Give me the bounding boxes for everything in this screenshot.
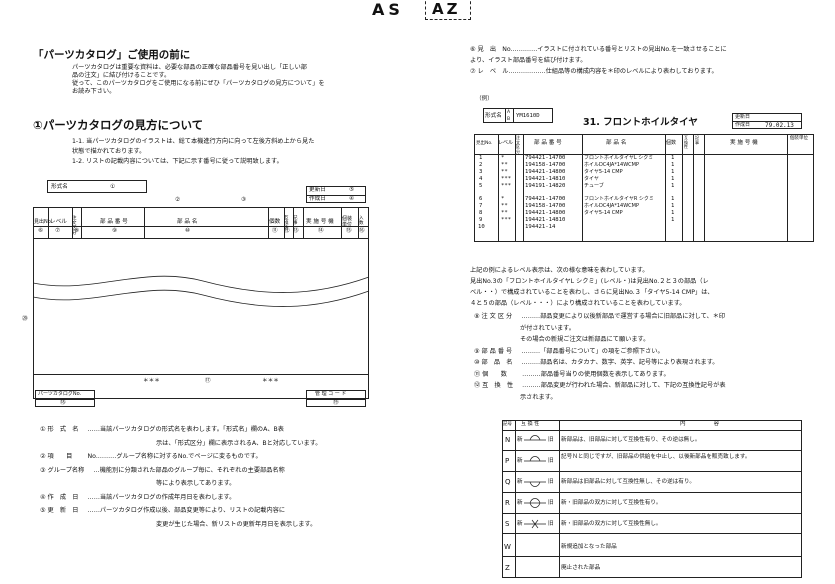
model-box: 形式名 ① — [47, 180, 147, 193]
example-model-box: 形式名 A B YM1610D — [483, 108, 553, 123]
compat-table — [502, 420, 802, 578]
section-title: ①パーツカタログの見方について — [33, 118, 204, 132]
side-num: ⑳ — [22, 316, 28, 322]
form-num-3: ③ — [241, 197, 247, 203]
num-17: ⑰ — [205, 378, 211, 384]
stars-right: ＊＊＊ — [262, 378, 279, 384]
example-title: 31. フロントホイルタイヤ — [583, 117, 698, 128]
stars-left: ＊＊＊ — [143, 378, 160, 384]
form-frame — [33, 207, 369, 399]
code-right-box: AZ — [425, 0, 471, 20]
example-table — [474, 134, 814, 242]
section-points: 1-1. 当パーツカタログのイラストは、総て本機進行方向に向って左後方斜め上から… — [72, 138, 315, 165]
catalog-box: パーツカタログNo. ⑱ — [35, 390, 95, 407]
form-num-2: ② — [175, 197, 181, 203]
mgmt-box: 管 理 コ ー ド ⑲ — [306, 390, 366, 407]
right-defs: ⑧ 注 文 区 分………部品変更により以後新部品で運営する場合に旧部品に対して、… — [474, 313, 726, 401]
example-label: （例） — [476, 96, 493, 102]
level-explanation: 上記の例によるレベル表示は、次の様な意味を表わしています。 見出No.3の「フロ… — [470, 267, 714, 307]
right-top-defs: ⑥ 見 出 No.…………イラストに付されている番号とリストの見出No.を一致さ… — [470, 46, 727, 75]
left-defs: ① 形 式 名……当該パーツカタログの形式名を表わします。「形式名」欄のA、B表… — [40, 426, 322, 528]
left-intro: パーツカタログは重要な資料は、必要な部品の正確な部品番号を見い出し「正しい部 品… — [72, 64, 325, 95]
example-dates: 更新日 作成日 79.02.13 — [732, 113, 802, 129]
dates-box: 更新日 ⑤ 作成日 ④ — [306, 186, 366, 203]
left-title: 「パーツカタログ」ご使用の前に — [33, 49, 191, 61]
code-right: AZ — [432, 0, 461, 18]
break-lines — [33, 275, 370, 307]
code-left: AS — [372, 0, 404, 19]
